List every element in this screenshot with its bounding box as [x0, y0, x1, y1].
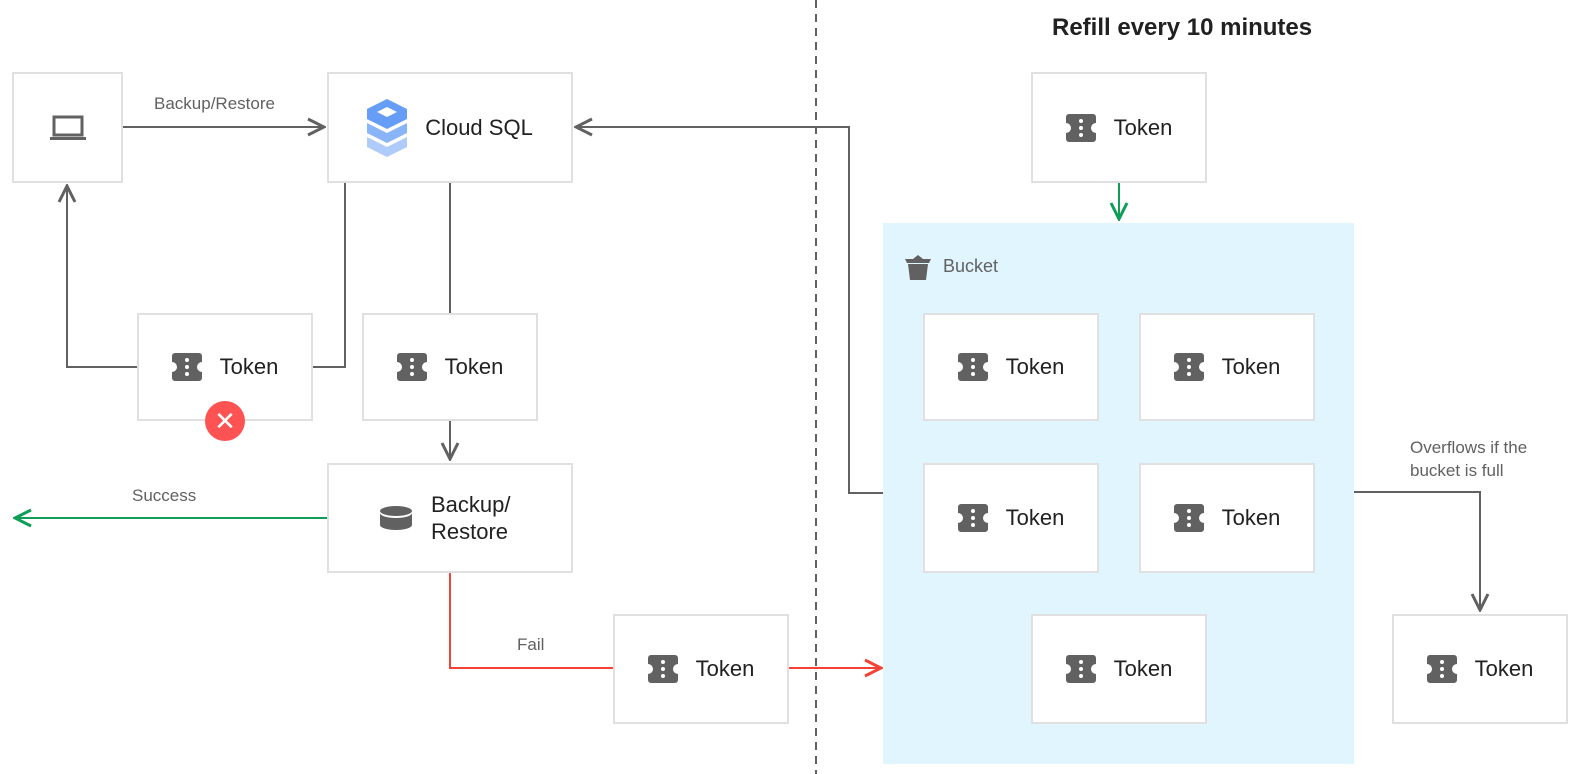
token-label: Token [1005, 505, 1065, 530]
backup-restore-label: Backup/ Restore [431, 492, 511, 544]
bucket-token[interactable]: Token [1139, 313, 1315, 421]
ticket-icon [957, 504, 988, 532]
token-label: Token [695, 656, 755, 681]
laptop-icon [49, 115, 86, 140]
diagram-title: Refill every 10 minutes [1052, 14, 1313, 41]
token-refill[interactable]: Token [1031, 72, 1207, 183]
error-icon: ✕ [205, 401, 245, 441]
ticket-icon [957, 353, 988, 381]
bucket-token[interactable]: Token [1139, 463, 1315, 573]
ticket-icon [1065, 113, 1096, 142]
arrow-bucket-to-sql [576, 127, 883, 494]
line-fail [449, 573, 613, 669]
cloud-sql-label: Cloud SQL [425, 114, 533, 140]
token-overflow[interactable]: Token [1392, 614, 1568, 724]
bucket-token[interactable]: Token [923, 313, 1099, 421]
ticket-icon [647, 655, 678, 683]
database-icon [380, 506, 412, 530]
ticket-icon [1173, 353, 1204, 381]
token-label: Token [1113, 114, 1173, 140]
bucket-token[interactable]: Token [1031, 614, 1207, 724]
backup-restore-node[interactable]: Backup/ Restore [327, 463, 573, 573]
token-label: Token [1005, 354, 1065, 379]
ticket-icon [396, 353, 427, 381]
token-label: Token [1221, 505, 1281, 530]
token-label: Token [219, 354, 279, 379]
bucket-token[interactable]: Token [923, 463, 1099, 573]
ticket-icon [1173, 504, 1204, 532]
token-label: Token [1474, 656, 1534, 681]
token-label: Token [444, 354, 504, 379]
bucket-icon [905, 255, 931, 280]
ticket-icon [1426, 655, 1457, 683]
ticket-icon [171, 353, 202, 381]
line-token-to-sql [313, 183, 346, 368]
arrow-token-to-laptop [67, 186, 137, 368]
label-overflow: Overflows if the bucket is full [1410, 438, 1528, 480]
cloud-sql-icon [367, 98, 408, 157]
token-label: Token [1221, 354, 1281, 379]
token-label: Token [1113, 656, 1173, 681]
bucket-label: Bucket [943, 255, 999, 276]
token-consumed[interactable]: Token [362, 313, 538, 421]
arrow-overflow [1354, 491, 1480, 610]
cloud-sql-node[interactable]: Cloud SQL [327, 72, 573, 183]
token-returned[interactable]: Token [613, 614, 789, 724]
ticket-icon [1065, 655, 1096, 683]
label-success: Success [132, 486, 197, 505]
label-fail: Fail [517, 635, 545, 654]
laptop-node[interactable] [12, 72, 123, 183]
label-backup-restore: Backup/Restore [154, 94, 275, 113]
